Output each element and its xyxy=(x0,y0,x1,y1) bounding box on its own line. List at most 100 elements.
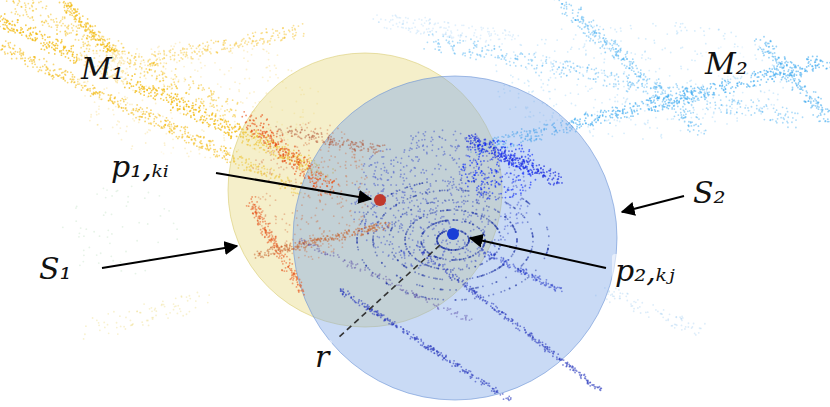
map-point xyxy=(44,39,46,41)
map-point xyxy=(217,127,219,129)
map-point xyxy=(84,42,86,44)
map-point xyxy=(144,113,146,115)
map-point xyxy=(144,71,146,73)
map-point xyxy=(53,48,55,50)
map-point xyxy=(203,101,205,103)
map-point xyxy=(108,48,110,50)
map-point xyxy=(167,94,169,96)
map-point xyxy=(235,43,237,45)
map-point xyxy=(133,57,135,59)
map-point xyxy=(31,5,33,7)
map-point xyxy=(135,117,137,119)
map-point xyxy=(177,93,179,95)
map-point xyxy=(149,65,151,67)
map-point xyxy=(62,16,64,18)
map-point xyxy=(283,33,285,35)
map-point xyxy=(194,142,196,144)
map-point xyxy=(196,53,198,55)
map-point xyxy=(87,35,89,37)
map-point xyxy=(187,132,189,134)
map-point xyxy=(27,3,29,5)
map-point xyxy=(206,41,208,43)
map-point xyxy=(143,111,145,113)
map-point xyxy=(42,37,44,39)
map-point xyxy=(51,26,53,28)
map-point xyxy=(191,62,193,64)
map-point xyxy=(154,51,156,53)
map-point xyxy=(43,22,45,24)
map-point xyxy=(97,93,99,95)
map-point xyxy=(94,38,96,40)
map-point xyxy=(191,52,193,54)
map-point xyxy=(70,51,72,53)
map-point xyxy=(11,12,13,14)
map-point xyxy=(240,43,242,45)
map-point xyxy=(134,63,136,65)
map-point xyxy=(186,126,188,128)
map-point xyxy=(7,42,9,44)
map-point xyxy=(230,48,232,50)
map-point xyxy=(180,57,182,59)
map-point xyxy=(187,113,189,115)
map-point xyxy=(70,48,72,50)
map-point xyxy=(86,29,88,31)
map-point xyxy=(149,59,151,61)
map-point xyxy=(177,110,179,112)
map-point xyxy=(151,90,153,92)
map-point xyxy=(49,70,51,72)
map-point xyxy=(110,97,112,99)
map-point xyxy=(112,109,114,111)
map-point xyxy=(293,38,295,40)
map-point xyxy=(70,8,72,10)
map-point xyxy=(29,56,31,58)
map-point xyxy=(178,136,180,138)
map-point xyxy=(216,105,218,107)
map-point xyxy=(227,120,229,122)
map-point xyxy=(192,135,194,137)
map-point xyxy=(222,151,224,153)
map-point xyxy=(72,51,74,53)
map-point xyxy=(141,67,143,69)
map-point xyxy=(66,10,68,12)
map-point xyxy=(77,8,79,10)
map-point xyxy=(65,2,67,4)
map-point xyxy=(47,44,49,46)
map-point xyxy=(207,48,209,50)
map-point xyxy=(145,68,147,70)
map-point xyxy=(113,45,115,47)
map-point xyxy=(223,155,225,157)
map-point xyxy=(51,47,53,49)
map-point xyxy=(216,109,218,111)
map-point xyxy=(148,113,150,115)
map-point xyxy=(205,50,207,52)
map-point xyxy=(117,103,119,105)
map-point xyxy=(100,43,102,45)
map-point xyxy=(200,118,202,120)
map-point xyxy=(49,41,51,43)
map-point xyxy=(199,44,201,46)
map-point xyxy=(44,49,46,51)
map-point xyxy=(216,151,218,153)
map-point xyxy=(73,25,75,27)
map-point xyxy=(224,127,226,129)
map-point xyxy=(50,13,52,15)
map-point xyxy=(127,61,129,63)
map-point xyxy=(176,95,178,97)
map-point xyxy=(45,8,47,10)
map-point xyxy=(39,66,41,68)
map-point xyxy=(13,30,15,32)
map-point xyxy=(64,17,66,19)
map-point xyxy=(5,40,7,42)
map-point xyxy=(161,70,163,72)
map-point xyxy=(175,68,177,70)
map-point xyxy=(61,25,63,27)
map-point xyxy=(186,92,188,94)
map-point xyxy=(166,117,168,119)
map-point xyxy=(56,74,58,76)
map-point xyxy=(68,50,70,52)
map-point xyxy=(209,103,211,105)
map-point xyxy=(0,15,2,17)
map-point xyxy=(151,53,153,55)
map-point xyxy=(149,63,151,65)
map-point xyxy=(184,48,186,50)
